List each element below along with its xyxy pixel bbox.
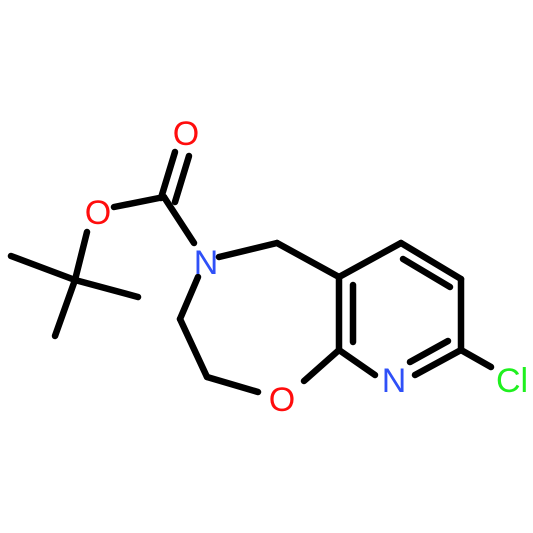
bond-junction-c-top [335, 239, 405, 281]
bond-tbu-c-methyl-down [51, 276, 79, 340]
bond-ch2-ring-o [203, 373, 262, 396]
atom-ester-oxygen: O [85, 194, 111, 232]
atom-ring-oxygen: O [269, 381, 295, 419]
bond-ester-o-carbonyl-c [110, 193, 168, 211]
bond-tbu-c-methyl-right [71, 276, 142, 301]
bond-carbonyl-double-a [157, 148, 179, 202]
bond-ch2-ch2 [176, 315, 211, 381]
bond-c-top-c-right [397, 239, 465, 283]
bond-ch2-junction [273, 239, 343, 281]
atom-labels: O O N O N Cl [85, 115, 528, 419]
bond-tbu-c-ester-o [71, 228, 91, 284]
bond-c-cl-py-n [411, 346, 465, 379]
bond-c-cl-py-n-inner [406, 337, 452, 366]
bond-c8a-py-n [335, 346, 379, 379]
bond-ring-o-c8a [300, 346, 343, 385]
bond-carbonyl-double-b [171, 152, 193, 206]
atom-chlorine: Cl [496, 362, 528, 400]
bond-tbu-c-methyl-left [7, 252, 79, 284]
bond-ring-n-ch2-lower [176, 273, 202, 323]
atom-pyridine-nitrogen: N [382, 362, 407, 400]
atom-carbonyl-oxygen: O [173, 115, 199, 153]
bond-ring-n-ch2 [215, 239, 281, 261]
bond-c-top-c-right-inner [399, 255, 454, 291]
bond-carbonyl-c-ring-n [160, 193, 198, 247]
bonds [7, 148, 495, 396]
atom-ring-nitrogen: N [194, 244, 219, 282]
bond-c-chlorine [457, 346, 495, 371]
